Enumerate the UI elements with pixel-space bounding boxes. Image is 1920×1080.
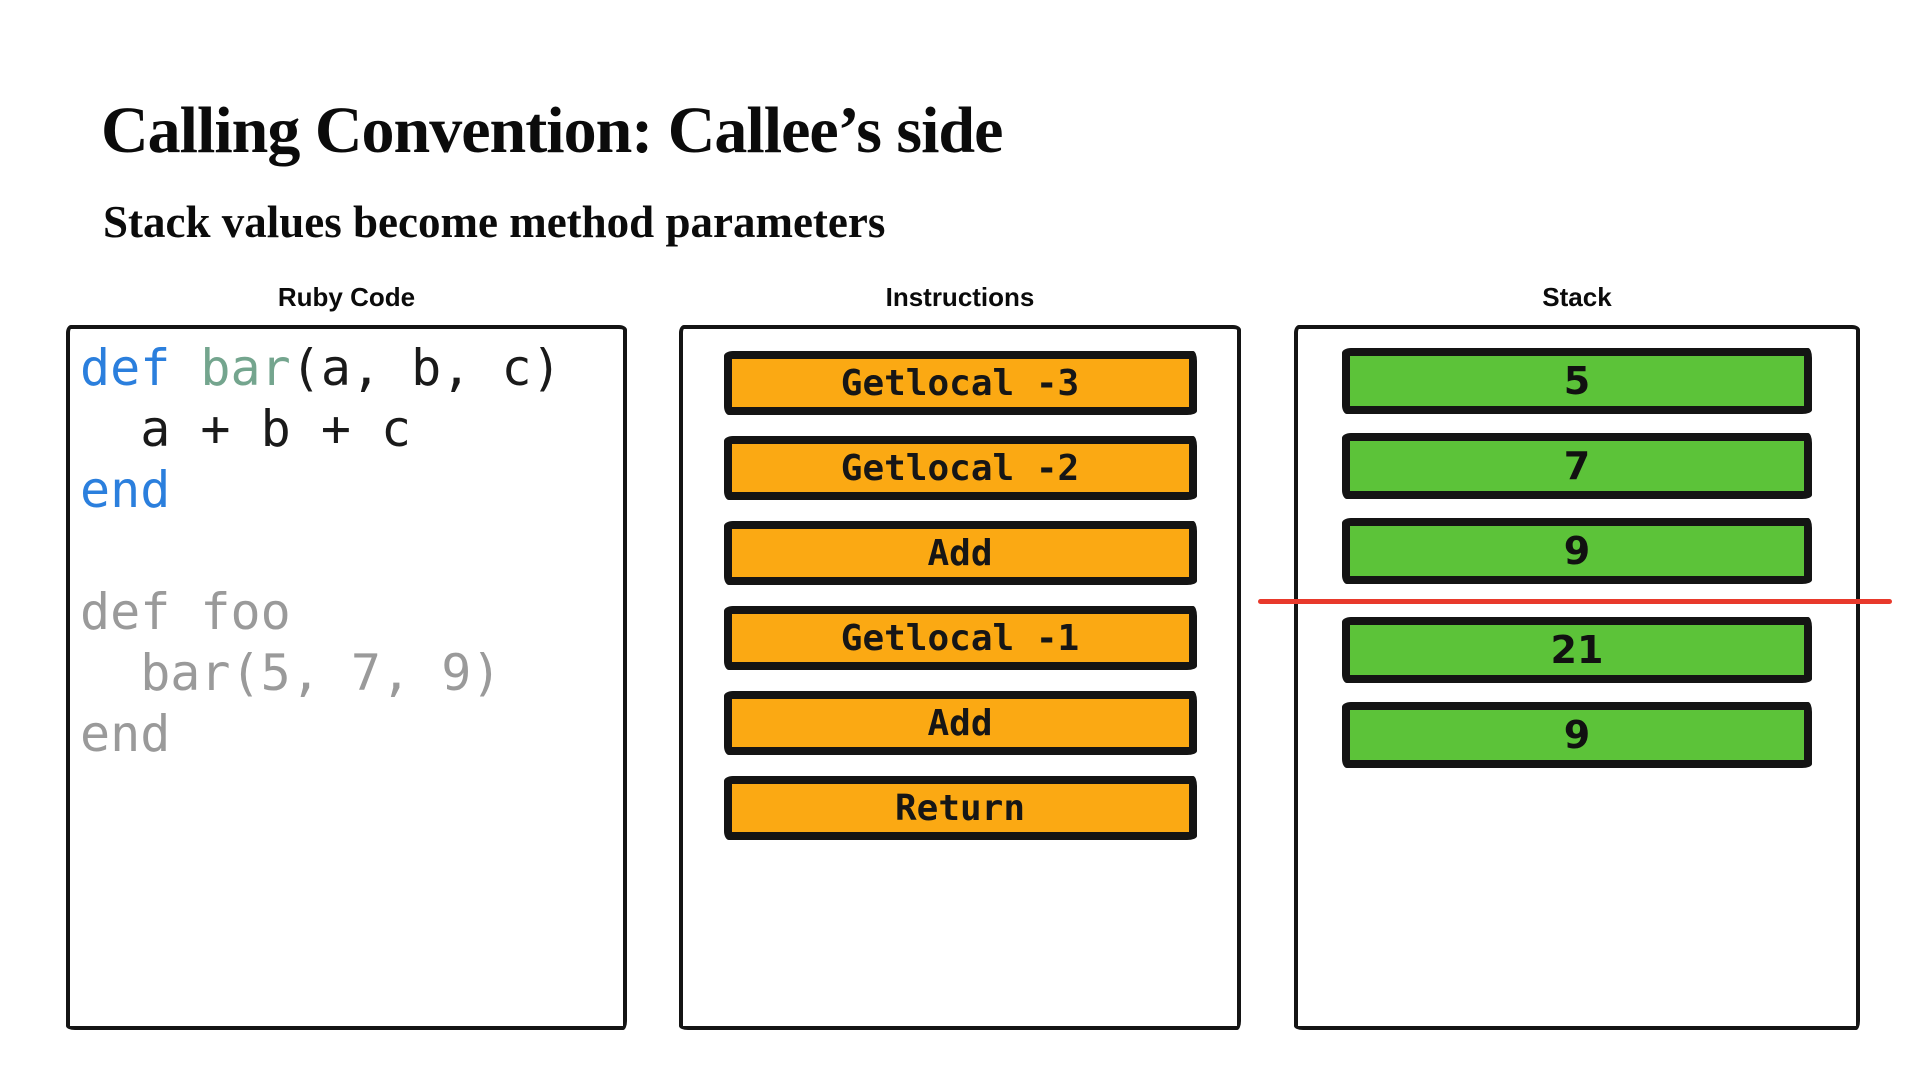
code-segment-plain: (a, b, c) (290, 339, 562, 397)
code-line: def bar(a, b, c) (80, 338, 623, 399)
stack-value-box: 21 (1342, 617, 1812, 683)
stack-value-box: 7 (1342, 433, 1812, 499)
code-line: end (80, 704, 623, 765)
code-segment-muted: bar(5, 7, 9) (80, 644, 502, 702)
instruction-box: Add (723, 521, 1197, 585)
ruby-code-column-label: Ruby Code (277, 282, 416, 312)
instructions-column-label: Instructions (885, 282, 1035, 312)
code-segment-plain: a + b + c (80, 400, 412, 458)
code-segment-method: bar (200, 339, 291, 397)
code-line (80, 521, 623, 582)
slide-title: Calling Convention: Callee’s side (101, 94, 1003, 167)
code-line: a + b + c (80, 399, 623, 460)
code-line: end (80, 460, 623, 521)
instruction-box: Getlocal -1 (723, 606, 1197, 670)
stack-column-label: Stack (1542, 282, 1612, 312)
code-segment-muted: def foo (80, 583, 291, 641)
slide-subtitle: Stack values become method parameters (103, 197, 886, 247)
instruction-box: Add (723, 691, 1197, 755)
stack-panel: 5 7 9 21 9 (1294, 325, 1860, 1030)
code-segment-keyword: end (80, 461, 171, 519)
stack-frame-divider-line (1258, 599, 1892, 604)
instruction-box: Getlocal -2 (723, 436, 1197, 500)
code-segment-muted: end (80, 705, 171, 763)
code-line: def foo (80, 582, 623, 643)
stack-value-list: 5 7 9 21 9 (1298, 329, 1856, 768)
code-segment-keyword: def (80, 339, 201, 397)
code-line: bar(5, 7, 9) (80, 643, 623, 704)
stack-value-box: 9 (1342, 518, 1812, 584)
instruction-box: Return (723, 776, 1197, 840)
instruction-box: Getlocal -3 (723, 351, 1197, 415)
stack-value-box: 9 (1342, 702, 1812, 768)
stack-value-box: 5 (1342, 348, 1812, 414)
